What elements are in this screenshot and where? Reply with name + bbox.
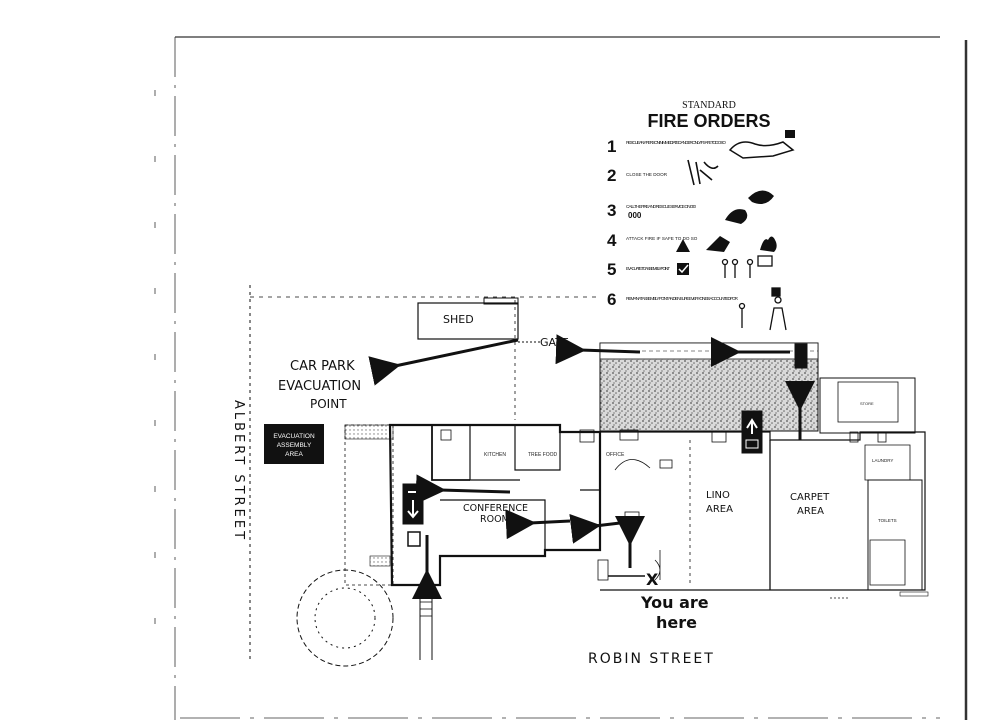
lino-area-label-1: LINO: [706, 490, 730, 501]
extinguisher-icon: [706, 236, 777, 252]
car-park-label: CAR PARK: [290, 359, 355, 374]
warning-triangle-icon: [676, 239, 690, 252]
arrow-yard-to-gate: [555, 334, 641, 365]
main-building: [344, 423, 929, 599]
page-border: [154, 36, 968, 720]
evacuation-label: EVACUATION: [278, 379, 361, 394]
step-number: 4: [607, 231, 617, 250]
fire-order-step-3: 3 CALL THE FIRE AND RESCUE SERVICE ON 00…: [607, 190, 774, 224]
fire-order-step-6: 6 REMAIN AT ASSEMBLY POINT AND ENSURE EV…: [607, 287, 787, 331]
carpet-area-label-1: CARPET: [790, 492, 830, 503]
exit-sign-icon: [741, 410, 763, 454]
office-label: OFFICE: [606, 452, 625, 458]
store-label: STORE: [860, 401, 874, 406]
arrow-office: [505, 509, 571, 540]
step-text: ATTACK FIRE IF SAFE TO DO SO: [626, 236, 698, 241]
fire-orders-poster: STANDARD FIRE ORDERS 1 RESCUE ANY PERSON…: [607, 100, 795, 331]
rescue-illustration-icon: [728, 141, 795, 159]
step-number: 1: [607, 137, 616, 156]
you-are-here-marker: X You are here: [608, 570, 709, 632]
fire-order-step-1: 1 RESCUE ANY PERSON IN IMMEDIATE DANGER …: [607, 130, 795, 159]
laundry-label: LAUNDRY: [872, 458, 893, 463]
toilets-label: TOILETS: [878, 518, 897, 523]
site-plan: SHED GATE STORE: [249, 285, 929, 667]
tree-food-label: TREE FOOD: [528, 452, 558, 458]
lino-area-label-2: AREA: [706, 504, 733, 515]
carpet-area-label-2: AREA: [797, 506, 824, 517]
step-text: CLOSE THE DOOR: [626, 172, 668, 177]
checkbox-icon: [677, 263, 689, 275]
you-are-label: You are: [640, 593, 709, 612]
conference-room-label-1: CONFERENCE: [463, 503, 528, 514]
kitchen-label: KITCHEN: [484, 452, 506, 458]
step-text: EVACUATE TO ASSEMBLY POINT: [626, 266, 670, 271]
fire-order-step-5: 5 EVACUATE TO ASSEMBLY POINT: [607, 255, 773, 279]
fire-order-step-2: 2 CLOSE THE DOOR: [607, 159, 719, 186]
svg-text:000: 000: [628, 211, 642, 220]
exit-sign-icon: [402, 483, 424, 547]
arrow-office-2: [569, 513, 621, 544]
fire-orders-title: FIRE ORDERS: [647, 111, 770, 131]
point-label: POINT: [310, 397, 347, 411]
assembly-label-3: AREA: [285, 451, 303, 458]
store-building: [819, 377, 916, 434]
shed: [417, 302, 519, 340]
albert-street-label: ALBERT STREET: [231, 400, 246, 542]
evacuation-route-arrows: [368, 334, 815, 599]
here-label: here: [656, 613, 697, 632]
arrow-conf-to-exit: [415, 474, 511, 505]
conference-room-label-2: ROOM: [480, 514, 510, 525]
robin-street-label: ROBIN STREET: [588, 651, 715, 667]
x-mark: X: [646, 570, 659, 589]
gate-label: GATE: [540, 336, 569, 349]
fire-order-step-4: 4 ATTACK FIRE IF SAFE TO DO SO: [607, 231, 777, 252]
shed-label: SHED: [443, 313, 474, 326]
step-number: 5: [607, 260, 616, 279]
people-icon: [721, 255, 773, 278]
close-door-icon: [687, 159, 719, 186]
step-number: 6: [607, 290, 616, 309]
arrow-to-car-park: [368, 338, 519, 386]
step-number: 2: [607, 166, 616, 185]
entry-stairs: [419, 585, 433, 660]
fire-orders-header: STANDARD: [682, 100, 736, 111]
assembly-label-1: EVACUATION: [273, 433, 315, 440]
phone-icon: [725, 190, 774, 224]
step-number: 3: [607, 201, 616, 220]
step-text: REMAIN AT ASSEMBLY POINT AND ENSURE EVER…: [626, 296, 739, 301]
step-text: CALL THE FIRE AND RESCUE SERVICE ON 000: [626, 204, 696, 209]
assembly-label-2: ASSEMBLY: [277, 442, 312, 449]
assembly-people-icon: [738, 287, 787, 331]
tree-icon: [296, 569, 394, 667]
evacuation-assembly-area-sign: EVACUATION ASSEMBLY AREA: [264, 424, 324, 464]
step-text: RESCUE ANY PERSON IN IMMEDIATE DANGER ON…: [626, 140, 726, 145]
